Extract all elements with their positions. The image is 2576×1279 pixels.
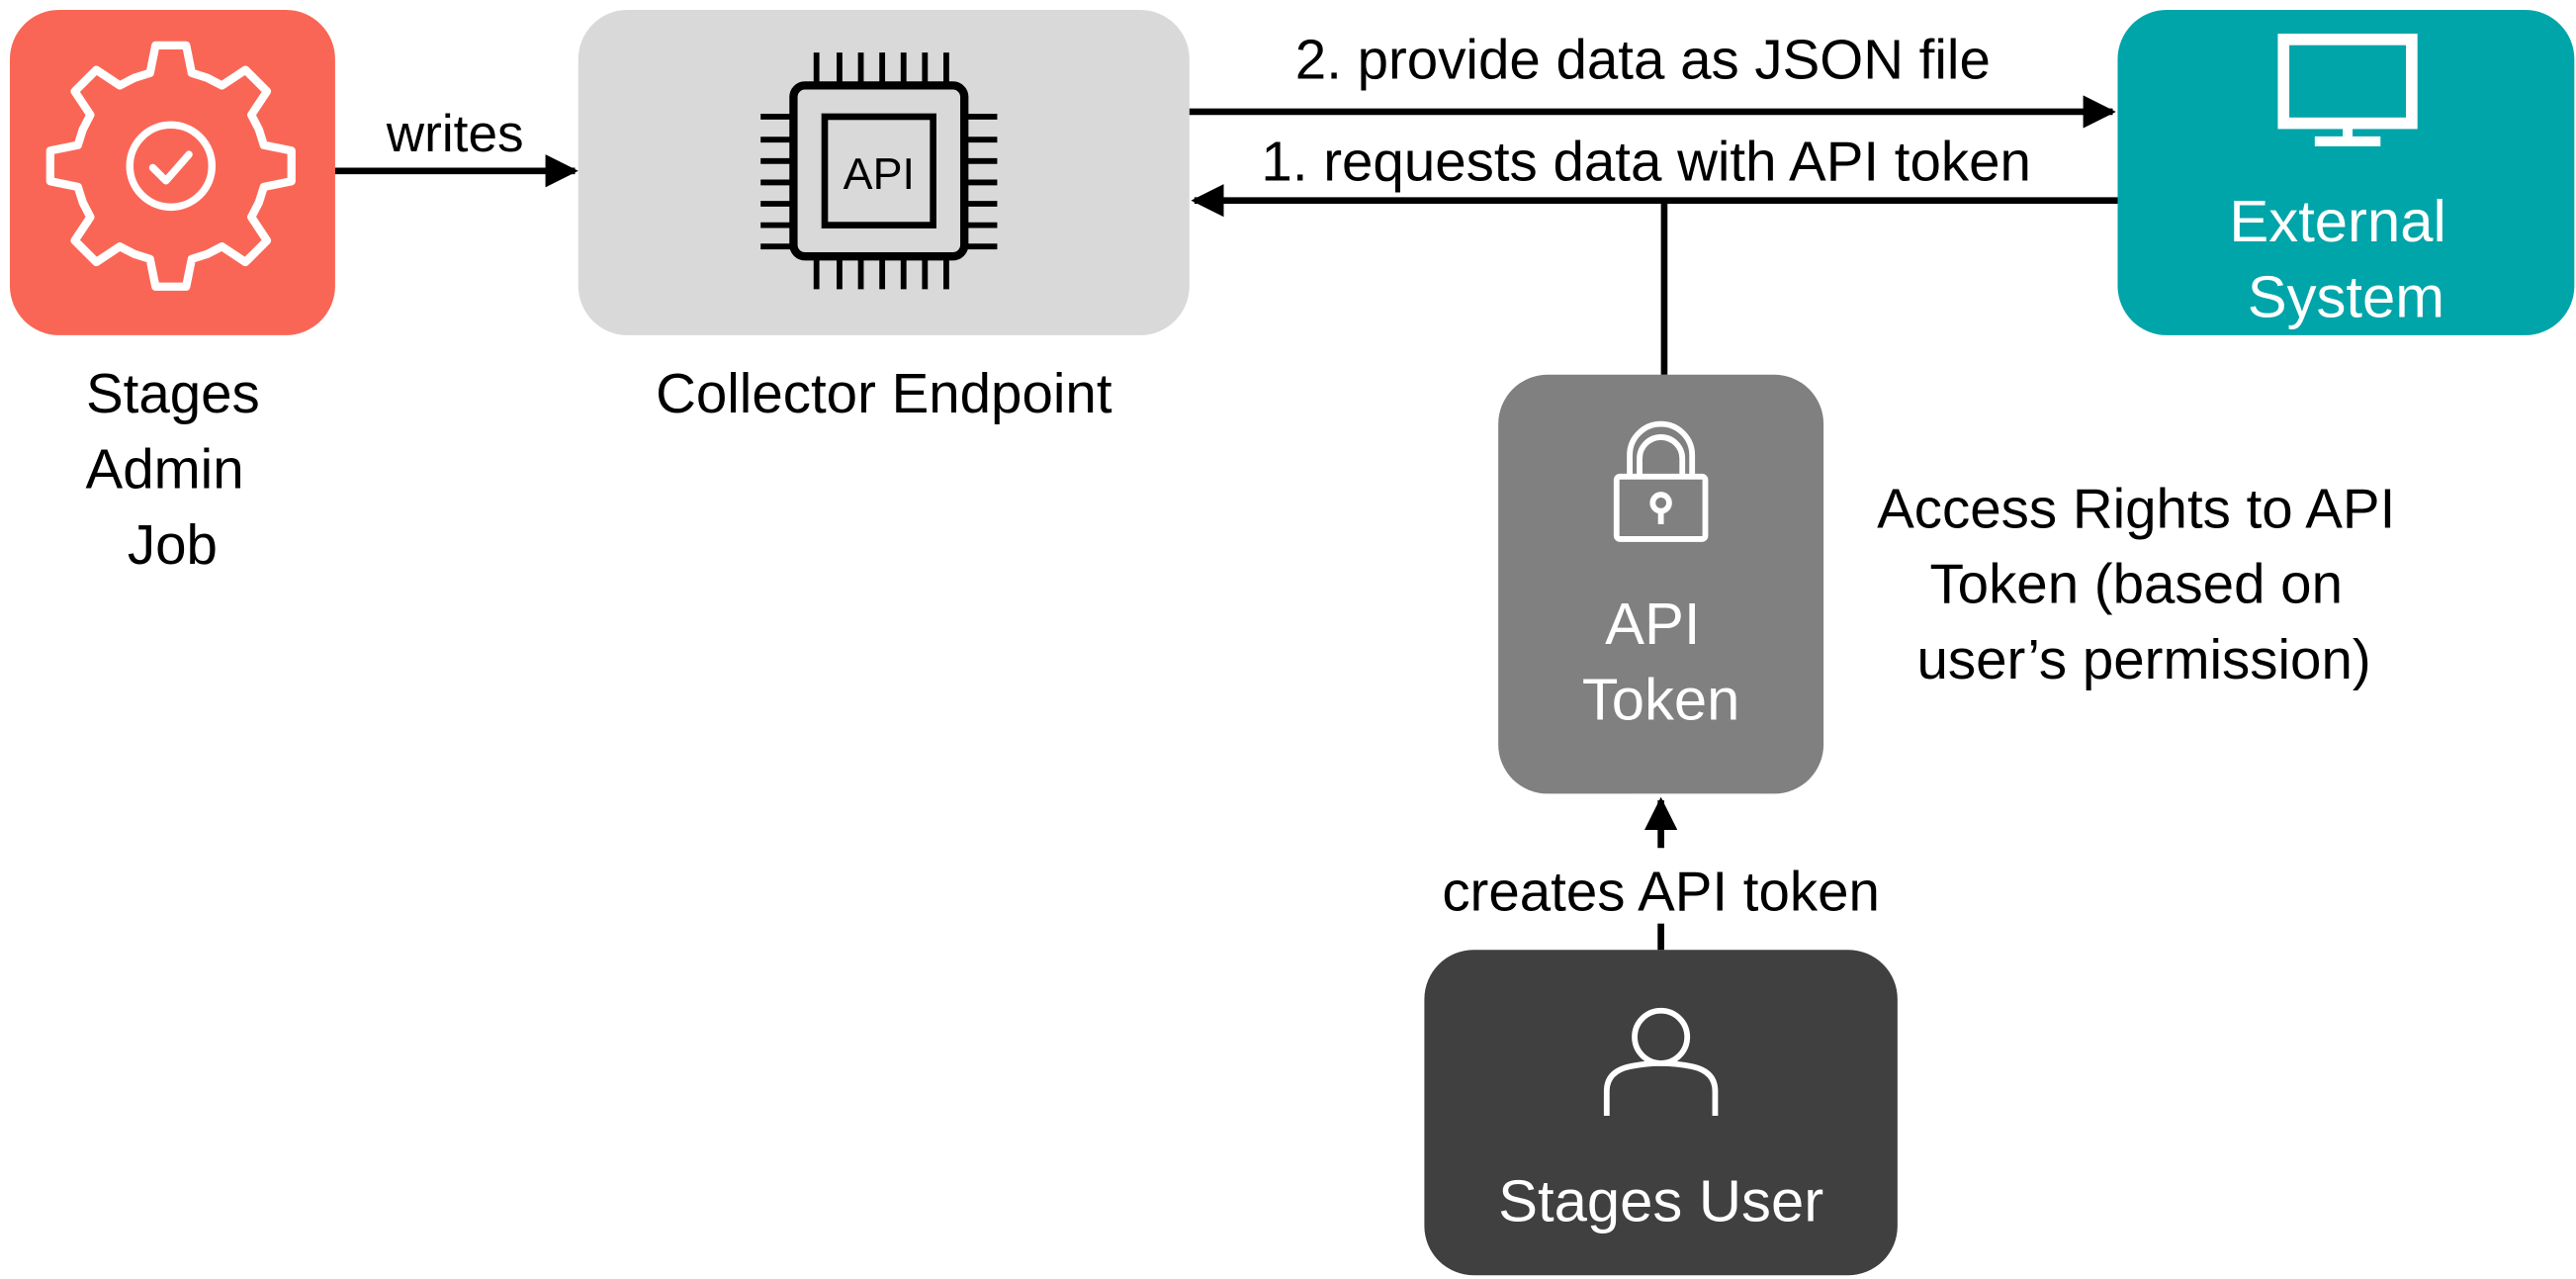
annotation-line: Token (based on — [1929, 553, 2343, 615]
writes-label: writes — [386, 105, 524, 163]
collector-endpoint-box — [577, 9, 1190, 335]
external-system-label-line: External — [2229, 188, 2445, 254]
creates-token-label: creates API token — [1442, 860, 1880, 922]
api-chip-icon: API — [760, 52, 998, 290]
api-chip-text: API — [844, 148, 915, 199]
external-system-label: External System — [2229, 188, 2462, 329]
request-data-label: 1. requests data with API token — [1261, 131, 2031, 193]
admin-job-label-line: Job — [128, 513, 218, 576]
external-system-label-line: System — [2248, 264, 2444, 330]
api-token-label: API Token — [1582, 591, 1740, 732]
annotation-line: Access Rights to API — [1877, 477, 2395, 539]
provide-data-label: 2. provide data as JSON file — [1295, 29, 1991, 91]
gear-check-icon — [45, 41, 296, 291]
admin-job-label: Stages Admin Job — [86, 362, 276, 576]
admin-job-label-line: Stages — [86, 362, 260, 424]
annotation-line: user’s permission) — [1916, 628, 2370, 690]
external-system-box — [2117, 9, 2575, 335]
api-token-label-line: API — [1605, 591, 1700, 657]
padlock-icon — [1613, 420, 1709, 542]
stages-user-label: Stages User — [1498, 1167, 1823, 1233]
access-rights-annotation: Access Rights to API Token (based on use… — [1877, 477, 2411, 690]
stages-user-box — [1424, 950, 1898, 1276]
admin-job-label-line: Admin — [86, 437, 244, 500]
user-icon — [1603, 1007, 1719, 1117]
api-token-box — [1498, 374, 1824, 794]
collector-endpoint-label: Collector Endpoint — [656, 362, 1112, 424]
monitor-icon — [2277, 34, 2418, 146]
api-token-label-line: Token — [1582, 667, 1740, 733]
